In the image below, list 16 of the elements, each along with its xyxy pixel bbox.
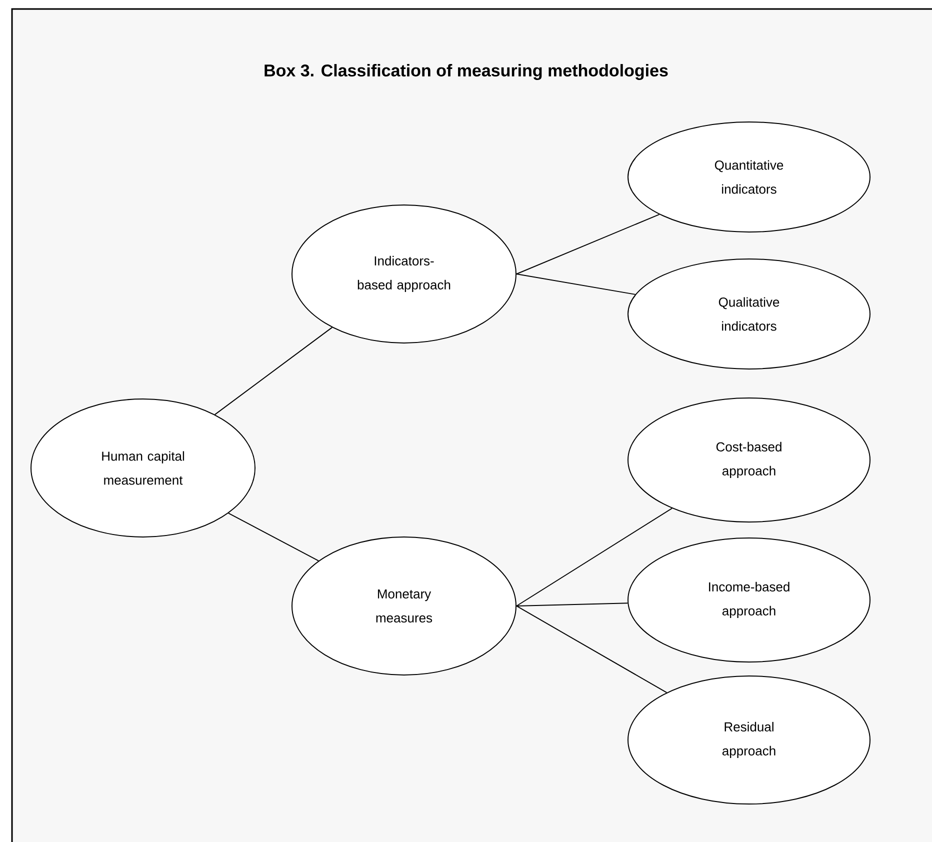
ellipse-node: Residual approach bbox=[628, 676, 870, 804]
connector-line bbox=[516, 606, 668, 694]
ellipse-node: Qualitative indicators bbox=[628, 258, 870, 370]
ellipse-node: Human capital measurement bbox=[30, 398, 256, 538]
connector-line bbox=[516, 274, 636, 295]
connector-line bbox=[228, 512, 320, 562]
ellipse-node: Monetary measures bbox=[292, 536, 516, 676]
ellipse-node: Indicators-based approach bbox=[292, 204, 516, 344]
connector-line bbox=[516, 214, 660, 274]
connector-line bbox=[516, 508, 672, 606]
ellipse-node: Cost-based approach bbox=[628, 398, 870, 522]
title: Box 3. Classification of measuring methodologies bbox=[264, 64, 668, 80]
ellipse-node: Quantitative indicators bbox=[628, 122, 870, 232]
ellipse-node: Income-based approach bbox=[628, 538, 870, 662]
connector-line bbox=[516, 602, 628, 606]
connector-line bbox=[214, 326, 333, 416]
